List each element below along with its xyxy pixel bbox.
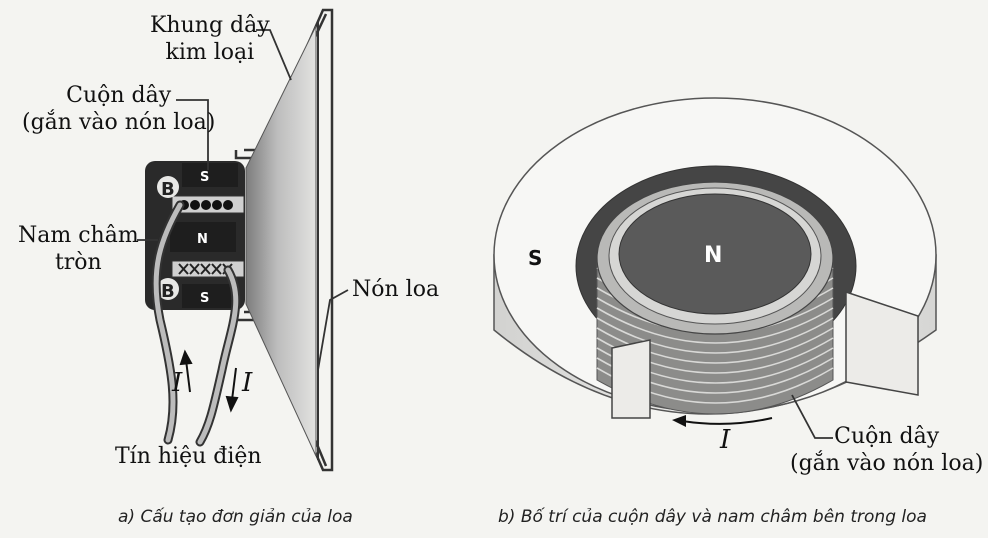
north-pole-core bbox=[618, 193, 812, 315]
field-b-top-label: B bbox=[161, 179, 175, 200]
field-b-top-badge bbox=[157, 176, 179, 198]
caption-a: a) Cấu tạo đơn giản của loa bbox=[118, 507, 353, 527]
label-coil-b-line1: Cuộn dây bbox=[834, 424, 940, 449]
label-metal-frame-line2: kim loại bbox=[165, 40, 255, 65]
current-label-b: I bbox=[720, 425, 731, 455]
field-b-bottom-badge bbox=[157, 278, 179, 300]
pole-s-top-block bbox=[182, 163, 238, 187]
speaker-cone bbox=[245, 25, 317, 457]
ring-cutaway-right bbox=[845, 290, 919, 396]
label-metal-frame-line1: Khung dây bbox=[150, 13, 270, 38]
current-label-a-left: I bbox=[172, 368, 183, 398]
pole-n-label: N bbox=[197, 232, 208, 247]
pole-n-core-label: N bbox=[704, 243, 722, 268]
field-b-bottom-label: B bbox=[161, 281, 175, 302]
label-coil-b: Cuộn dây (gắn vào nón loa) bbox=[790, 423, 983, 477]
label-round-magnet: Nam châm tròn bbox=[18, 222, 139, 276]
figure-a-speaker: S N S B B bbox=[137, 8, 349, 472]
leader-line-b bbox=[791, 394, 833, 439]
current-arrows-a bbox=[179, 349, 239, 413]
leader-lines-a bbox=[137, 29, 349, 371]
label-metal-frame: Khung dây kim loại bbox=[150, 12, 270, 66]
current-arrow-b bbox=[681, 417, 773, 425]
pole-s-bottom-block bbox=[182, 284, 238, 308]
caption-b: b) Bố trí của cuộn dây và nam châm bên t… bbox=[498, 507, 927, 527]
current-arrow-b-head bbox=[672, 415, 686, 427]
pole-s-ring-label: S bbox=[528, 246, 542, 270]
pole-n-block bbox=[170, 222, 236, 252]
coil-turns-top bbox=[179, 200, 233, 210]
label-signal: Tín hiệu điện bbox=[115, 444, 262, 469]
ring-cutaway-left bbox=[611, 339, 651, 419]
label-coil-a: Cuộn dây (gắn vào nón loa) bbox=[22, 82, 215, 136]
label-round-magnet-line1: Nam châm bbox=[18, 223, 139, 248]
label-coil-b-line2: (gắn vào nón loa) bbox=[790, 451, 984, 476]
pole-s-bottom-label: S bbox=[200, 291, 209, 306]
label-coil-a-line1: Cuộn dây bbox=[66, 83, 172, 108]
figure-b-magnet-coil: S N bbox=[493, 97, 937, 439]
label-cone: Nón loa bbox=[352, 277, 440, 302]
label-round-magnet-line2: tròn bbox=[54, 250, 102, 275]
label-coil-a-line2: (gắn vào nón loa) bbox=[22, 110, 216, 135]
signal-wires bbox=[151, 200, 241, 447]
current-label-a-right: I bbox=[242, 368, 253, 398]
pole-s-top-label: S bbox=[200, 170, 209, 185]
